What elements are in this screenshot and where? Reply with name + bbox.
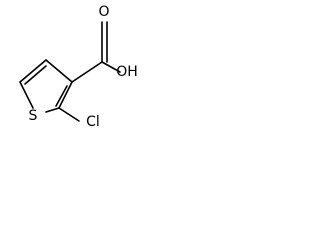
atom-label-sulfur: S [29, 108, 38, 124]
atom-label-carbonyl-oxygen: O [98, 4, 109, 20]
ring-bond-c2-s1 [45, 107, 60, 113]
ring-bond-c5-c4 [19, 59, 47, 83]
structure-canvas: S Cl OH O [0, 0, 154, 144]
bond-c-oh [101, 61, 121, 73]
bond-c2-cl [58, 107, 80, 122]
chemical-structure: S Cl OH O [19, 4, 138, 130]
atom-label-chlorine: Cl [86, 114, 100, 130]
ring-double-bond-c3-c2 [55, 85, 68, 107]
ring-bond-c3-c2 [58, 81, 73, 109]
ring-bond-s1-c5 [19, 81, 34, 109]
atom-label-hydroxyl: OH [116, 64, 138, 80]
ring-double-bond-c5-c4 [24, 65, 47, 85]
ring-bond-c4-c3 [45, 59, 73, 83]
bond-c3-carboxyl [71, 61, 103, 83]
